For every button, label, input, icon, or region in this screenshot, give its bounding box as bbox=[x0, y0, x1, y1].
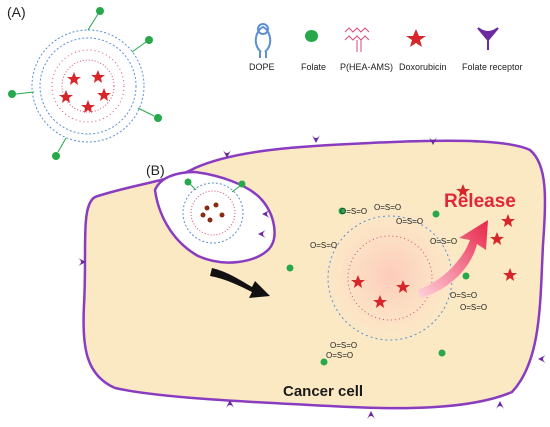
membrane-receptors bbox=[78, 135, 546, 419]
disulfide-label: O=S=O bbox=[330, 341, 357, 350]
folate-receptor-icon bbox=[262, 210, 270, 218]
folate-icon bbox=[96, 7, 104, 15]
panel-b-label: (B) bbox=[146, 162, 165, 178]
folate-receptor-icon bbox=[429, 137, 437, 145]
disulfide-label: O=S=O bbox=[310, 241, 337, 250]
disulfide-label: O=S=O bbox=[430, 237, 457, 246]
folate-receptor-icon bbox=[78, 258, 86, 266]
disulfide-label: O=S=O bbox=[340, 207, 367, 216]
folate-icon bbox=[432, 210, 440, 218]
folate-icon bbox=[8, 90, 16, 98]
disulfide-labels: O=S=O O=S=O O=S=O O=S=O O=S=O O=S=O O=S=… bbox=[310, 203, 487, 360]
legend-folate-label: Folate bbox=[301, 62, 327, 72]
liposome-a bbox=[8, 7, 162, 160]
doxorubicin-icon bbox=[406, 29, 426, 47]
doxorubicin-icon bbox=[503, 268, 517, 281]
endocytic-pocket bbox=[153, 170, 276, 264]
internalization-arrow bbox=[210, 268, 270, 298]
doxorubicin-icon bbox=[351, 275, 365, 288]
folate-receptor-icon bbox=[538, 355, 546, 363]
cancer-cell-label: Cancer cell bbox=[283, 383, 364, 400]
doxorubicin-icon bbox=[396, 280, 410, 293]
folate-receptor-icon bbox=[223, 150, 231, 158]
released-micelle bbox=[286, 184, 517, 366]
legend-receptor-label: Folate receptor bbox=[462, 62, 523, 72]
legend bbox=[254, 23, 499, 58]
folate-icon bbox=[438, 349, 446, 357]
liposome-b-entering bbox=[182, 178, 246, 244]
folate-icon bbox=[286, 264, 294, 272]
doxorubicin-icon bbox=[81, 100, 95, 113]
folate-receptor-icon bbox=[312, 135, 320, 143]
disulfide-label: O=S=O bbox=[460, 303, 487, 312]
folate-receptor-icon bbox=[496, 401, 504, 409]
folate-icon bbox=[154, 114, 162, 122]
doxorubicin-icon bbox=[490, 232, 504, 245]
release-arrow bbox=[418, 220, 488, 298]
doxorubicin-icon bbox=[501, 214, 515, 227]
disulfide-label: O=S=O bbox=[326, 351, 353, 360]
doxorubicin-icon bbox=[91, 70, 105, 83]
folate-icon bbox=[338, 207, 346, 215]
folate-icon bbox=[145, 36, 153, 44]
doxorubicin-icon bbox=[373, 295, 387, 308]
folate-receptor-icon bbox=[367, 411, 375, 419]
doxorubicin-icon bbox=[59, 90, 73, 103]
folate-icon bbox=[462, 272, 470, 280]
dope-icon bbox=[254, 25, 272, 58]
cancer-cell-body bbox=[82, 139, 547, 410]
legend-doxorubicin-label: Doxorubicin bbox=[399, 62, 447, 72]
panel-a-label: (A) bbox=[7, 4, 26, 20]
folate-receptor-icon bbox=[226, 400, 234, 408]
doxorubicin-icon bbox=[97, 88, 111, 101]
folate-icon bbox=[305, 30, 318, 42]
folate-icon bbox=[184, 178, 192, 186]
doxorubicin-icon bbox=[456, 184, 470, 197]
folate-icon bbox=[320, 358, 328, 366]
folate-receptor-icon bbox=[258, 230, 266, 238]
disulfide-label: O=S=O bbox=[450, 291, 477, 300]
folate-receptor-icon bbox=[477, 27, 499, 50]
release-label: Release bbox=[444, 191, 516, 212]
doxorubicin-icon bbox=[67, 72, 81, 85]
disulfide-label: O=S=O bbox=[396, 217, 423, 226]
polymer-icon bbox=[344, 27, 370, 52]
legend-polymer-label: P(HEA-AMS) bbox=[340, 62, 394, 72]
legend-dope-label: DOPE bbox=[249, 62, 275, 72]
dope-head-icon bbox=[257, 23, 269, 35]
disulfide-label: O=S=O bbox=[374, 203, 401, 212]
folate-icon bbox=[52, 152, 60, 160]
folate-icon bbox=[238, 180, 246, 188]
